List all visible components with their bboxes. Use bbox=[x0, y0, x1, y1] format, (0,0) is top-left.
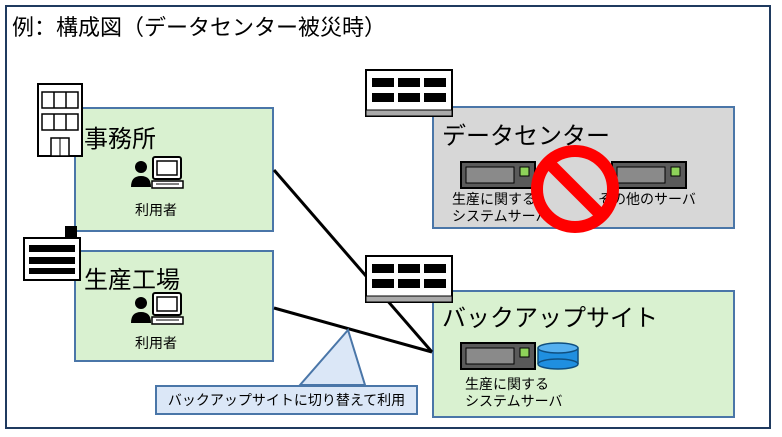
factory-icon bbox=[23, 226, 81, 281]
callout-pointer bbox=[297, 327, 367, 386]
office-building-icon bbox=[37, 83, 83, 157]
callout-box: バックアップサイトに切り替えて利用 bbox=[155, 385, 418, 415]
backup-server-label: 生産に関する システムサーバ bbox=[465, 377, 563, 410]
office-user-label: 利用者 bbox=[135, 203, 177, 219]
office-label: 事務所 bbox=[84, 125, 156, 153]
factory-to-backup-line bbox=[273, 306, 433, 354]
factory-user-pc-icon bbox=[131, 292, 184, 325]
diagram-title: 例：構成図（データセンター被災時） bbox=[12, 16, 387, 41]
factory-user-label: 利用者 bbox=[135, 336, 177, 352]
database-icon bbox=[537, 342, 579, 370]
factory-label: 生産工場 bbox=[84, 266, 180, 294]
datacenter-label: データセンター bbox=[442, 122, 610, 150]
office-to-backup-line bbox=[272, 169, 434, 353]
backup-building-icon bbox=[365, 255, 453, 303]
prohibited-icon bbox=[531, 145, 619, 233]
backup-site-label: バックアップサイト bbox=[442, 304, 658, 332]
datacenter-server2-label: その他のサーバ bbox=[598, 192, 696, 208]
datacenter-building-icon bbox=[365, 69, 453, 117]
backup-server-icon bbox=[460, 342, 536, 370]
office-user-pc-icon bbox=[131, 156, 184, 189]
datacenter-server2-icon bbox=[611, 161, 687, 189]
datacenter-server1-label: 生産に関する システムサーバ bbox=[452, 192, 550, 225]
datacenter-server1-icon bbox=[460, 161, 536, 189]
